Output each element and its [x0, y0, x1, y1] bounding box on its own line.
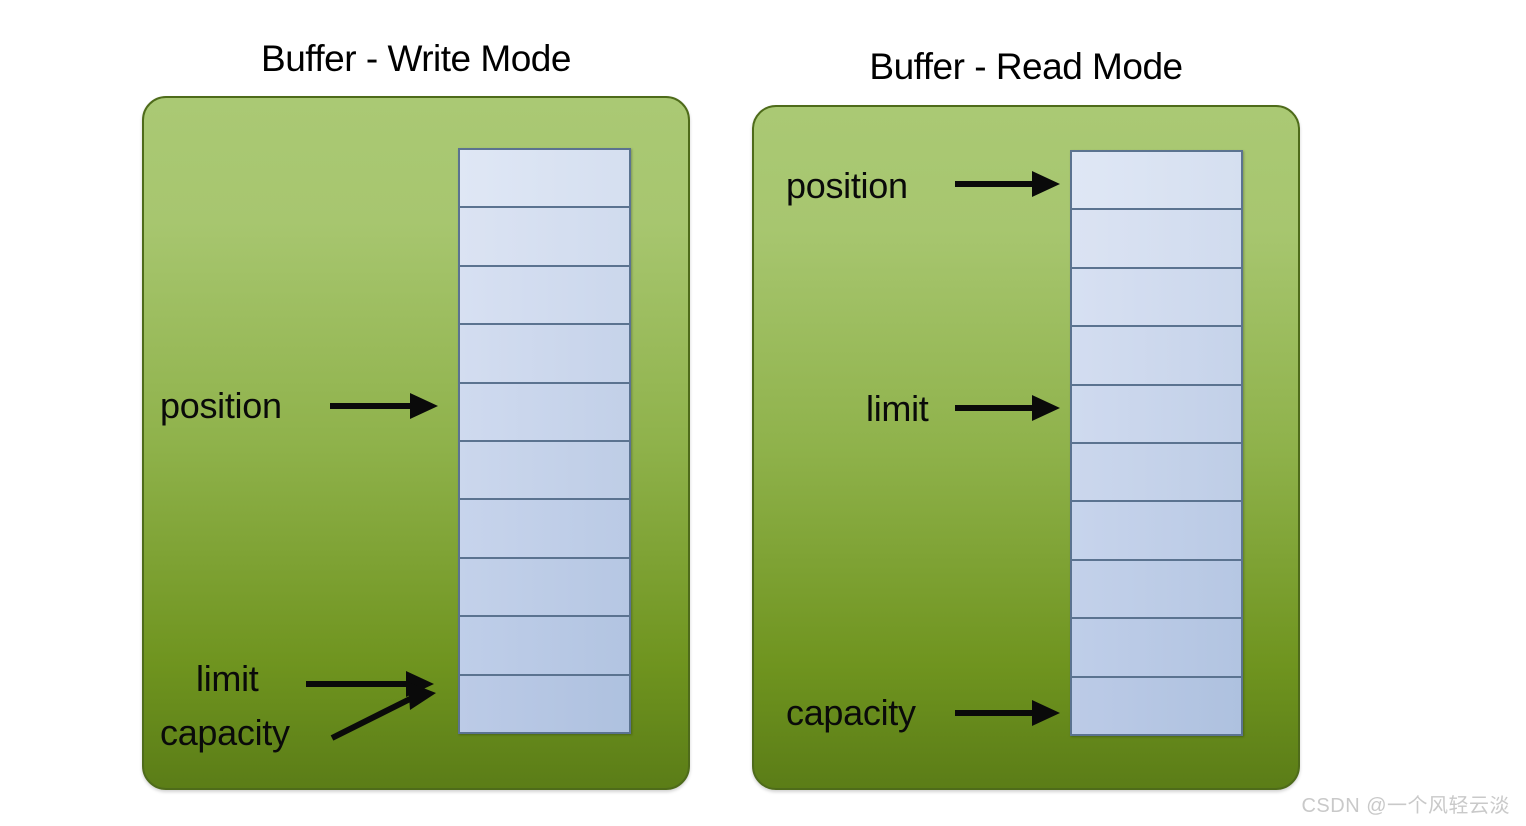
arrow-icon-capacity-read — [955, 700, 1060, 726]
buffer-cell-column-write-mode — [458, 148, 631, 734]
buffer-cell — [460, 500, 629, 559]
annotation-label-capacity-write: capacity — [160, 712, 290, 753]
annotation-label-position-read: position — [786, 165, 908, 206]
buffer-cell — [460, 617, 629, 676]
buffer-cell — [1072, 152, 1241, 211]
annotation-label-limit-write: limit — [196, 658, 259, 699]
annotation-label-position-write: position — [160, 385, 282, 426]
annotation-label-capacity-read: capacity — [786, 692, 916, 733]
buffer-cell — [460, 442, 629, 501]
buffer-cell — [460, 208, 629, 267]
buffer-cell — [1072, 444, 1241, 503]
buffer-cell — [1072, 210, 1241, 269]
buffer-cell — [1072, 385, 1241, 445]
buffer-cell — [460, 150, 629, 209]
buffer-cell — [460, 383, 629, 443]
panel-title-write-mode: Buffer - Write Mode — [261, 38, 571, 79]
annotation-label-limit-read: limit — [866, 388, 929, 429]
panel-title-read-mode: Buffer - Read Mode — [869, 46, 1183, 87]
buffer-cell-column-read-mode — [1070, 150, 1243, 736]
arrow-icon-position-write — [330, 393, 438, 419]
arrow-icon-limit-read — [955, 395, 1060, 421]
buffer-cell — [1072, 560, 1241, 620]
buffer-cell — [1072, 677, 1241, 735]
watermark-text: CSDN @一个风轻云淡 — [1301, 795, 1510, 817]
buffer-cell — [460, 675, 629, 733]
arrow-icon-capacity-write — [330, 682, 436, 741]
buffer-cell — [1072, 268, 1241, 328]
arrow-icon-position-read — [955, 171, 1060, 197]
buffer-cell — [460, 325, 629, 384]
buffer-cell — [1072, 327, 1241, 386]
buffer-cell — [460, 266, 629, 326]
buffer-cell — [1072, 619, 1241, 678]
buffer-cell — [1072, 502, 1241, 561]
buffer-cell — [460, 558, 629, 618]
